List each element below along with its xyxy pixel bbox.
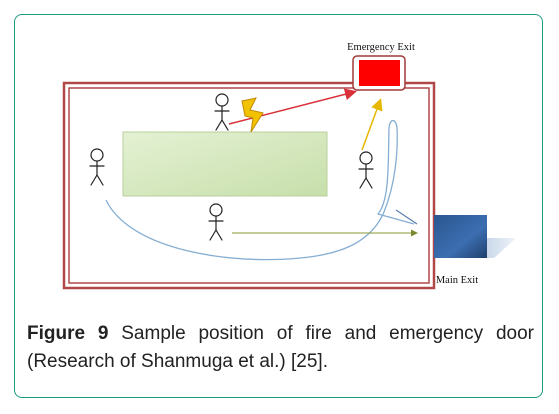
main-door (434, 215, 516, 258)
fire-bolt-icon (241, 97, 264, 133)
path-to-emergency-yellow (361, 98, 383, 151)
path-to-main-blue (105, 119, 415, 261)
caption-text: Sample position of fire and emergency do… (27, 323, 534, 372)
figure-caption: Figure 9 Sample position of fire and eme… (27, 320, 534, 376)
evacuation-paths (105, 88, 418, 261)
obstacle-block (122, 131, 328, 197)
room-walls (62, 81, 436, 290)
figure-card (14, 14, 543, 398)
person-icon (89, 148, 105, 186)
emergency-door (352, 55, 406, 91)
emergency-exit-label: Emergency Exit (347, 42, 415, 53)
person-icon (208, 203, 224, 241)
path-to-emergency-red (228, 88, 357, 125)
person-icon (214, 93, 230, 131)
figure-label: Figure 9 (27, 323, 109, 344)
person-icon (358, 151, 374, 189)
main-exit-label: Main Exit (436, 275, 478, 286)
